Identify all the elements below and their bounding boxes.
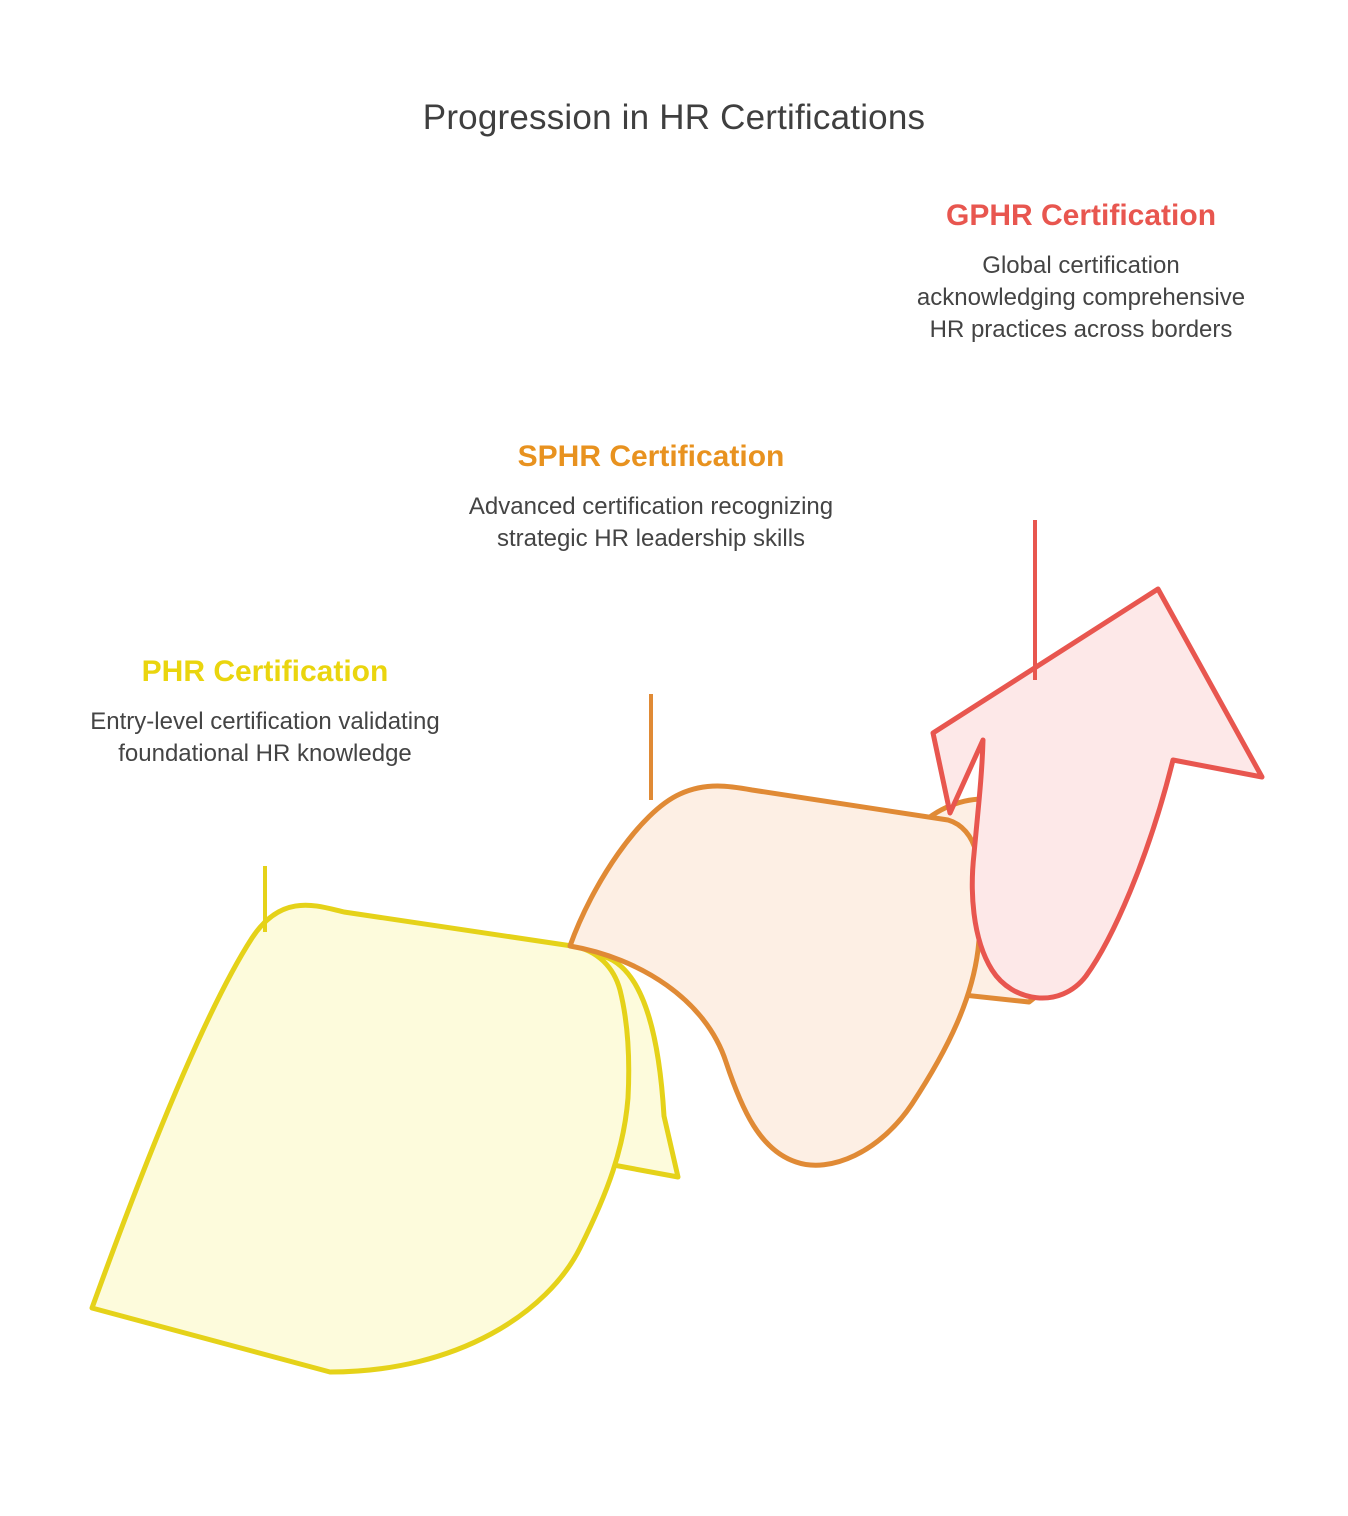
- stage-heading-phr: PHR Certification: [141, 655, 389, 688]
- page-title: Progression in HR Certifications: [422, 98, 926, 137]
- stage-heading-gphr: GPHR Certification: [945, 199, 1217, 232]
- stage-description-sphr: Advanced certification recognizing strat…: [468, 492, 834, 552]
- ribbon-segment-gphr: [930, 586, 1265, 1001]
- ribbon-face-sphr: [567, 783, 984, 1168]
- stage-heading-sphr: SPHR Certification: [517, 440, 785, 473]
- stage-label-sphr: SPHR Certification Advanced certificatio…: [465, 437, 837, 555]
- stage-label-phr: PHR Certification Entry-level certificat…: [72, 652, 458, 770]
- stage-description-gphr: Global certification acknowledging compr…: [916, 251, 1246, 343]
- stage-label-gphr: GPHR Certification Global certification …: [908, 196, 1254, 346]
- ribbon-face-phr: [89, 902, 632, 1375]
- arrowhead-gphr: [930, 586, 1265, 1001]
- stage-description-phr: Entry-level certification validating fou…: [90, 707, 440, 767]
